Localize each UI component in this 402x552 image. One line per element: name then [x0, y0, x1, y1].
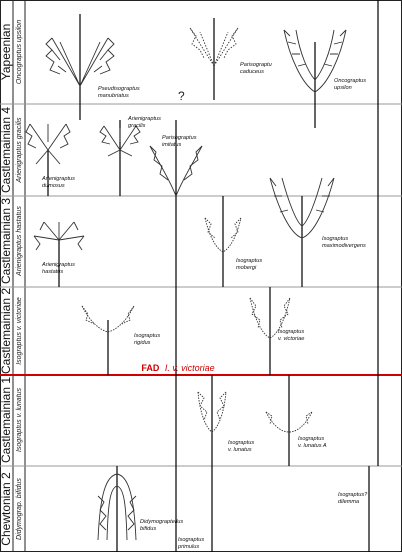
- specimen-sketches: [25, 27, 347, 541]
- stage-label-chewtonian2: Chewtonian 2: [0, 472, 13, 546]
- specimen-pseudisograptus: [45, 37, 115, 87]
- zone-label-gracilis: Arienigraptus gracilis: [16, 117, 23, 183]
- range-lines: [47, 0, 379, 552]
- stage-label-castlemainian3: Castlemainian 3: [0, 198, 13, 284]
- fad-label: FAD I. v. victoriae: [141, 363, 214, 373]
- stage-label-castlemainian2: Castlemainian 2: [0, 288, 13, 374]
- specimen-isograptus-v-lunatus-a: [265, 411, 313, 433]
- taxon-label-isograptus-primulus: Isograptus primulus: [177, 537, 206, 550]
- taxon-label-isograptus-rigidus: Isograptus rigidus: [134, 333, 162, 346]
- zone-label-bifidus: Didymograp. bifidus: [16, 478, 23, 540]
- specimen-parisograptus-imitatus: [149, 145, 203, 197]
- specimen-arienigraptus-dumosus: [25, 123, 71, 165]
- fad-label-prefix: FAD: [141, 363, 160, 373]
- taxon-label-isograptus-maximodivergens: Isograptus maximodivergens: [322, 236, 366, 249]
- stage-labels: Yapeenian Castlemainian 4 Castlemainian …: [0, 24, 13, 546]
- question-mark: ?: [178, 89, 185, 103]
- row-dividers: [0, 103, 402, 467]
- zone-labels: Oncograptus upsilon Arienigraptus gracil…: [16, 20, 23, 540]
- taxon-label-arienigraptus-hastatus: Arienigraptus hastatus: [41, 262, 77, 275]
- specimen-isograptus-mobergi: [204, 217, 242, 253]
- specimen-isograptus-maximodivergens: [269, 177, 335, 239]
- taxon-labels: Pseudisograptus manubriatus Parisograptu…: [41, 62, 369, 550]
- zone-label-upsilon: Oncograptus upsilon: [16, 20, 23, 84]
- specimen-isograptus-v-lunatus: [197, 391, 227, 433]
- taxon-label-didymograptellus: Didymograptellus bifidus: [140, 519, 185, 532]
- taxon-label-pseudisograptus: Pseudisograptus manubriatus: [98, 86, 141, 99]
- taxon-label-arienigraptus-dumosus: Arienigraptus dumosus: [41, 176, 77, 189]
- taxon-label-isograptus-v-victoriae: Isograptus v. victoriae: [278, 329, 306, 342]
- stage-label-yapeenian: Yapeenian: [0, 24, 13, 81]
- stage-label-castlemainian1: Castlemainian 1: [0, 377, 13, 463]
- taxon-label-isograptus-mobergi: Isograptus mobergi: [236, 258, 264, 271]
- zone-label-lunatus: Isograptus v. lunatus: [16, 387, 23, 452]
- zone-label-victoriae: Isograptus v. victoriae: [16, 297, 23, 365]
- taxon-label-arienigraptus-gracilis: Arienigraptus gracilis: [127, 116, 163, 129]
- specimen-didymograptellus: [97, 473, 137, 541]
- taxon-label-parisograptus-caduceus: Parisograptu caduceus: [240, 62, 273, 75]
- zone-label-hastatus: Arienigraptus hastatus: [16, 206, 23, 277]
- specimen-arienigraptus-hastatus: [33, 221, 85, 251]
- taxon-label-isograptus-v-lunatus-a: Isograptus v. lunatus A: [298, 436, 327, 449]
- specimen-isograptus-rigidus: [81, 305, 135, 333]
- specimen-parisograptus-caduceus: [189, 27, 239, 67]
- taxon-label-oncograptus: Oncograptus upsilon: [334, 78, 368, 91]
- taxon-label-parisograptus-imitatus: Parisograptus imitatus: [162, 135, 198, 148]
- specimen-oncograptus: [283, 29, 347, 93]
- taxon-label-isograptus-v-lunatus: Isograptus v. lunatus: [228, 440, 256, 453]
- specimen-isograptus-v-victoriae: [249, 297, 291, 339]
- taxon-label-isograptus-dilemma: Isograptus? dilemma: [338, 492, 369, 505]
- stage-label-castlemainian4: Castlemainian 4: [0, 107, 13, 193]
- fad-label-taxon: I. v. victoriae: [165, 363, 215, 373]
- specimen-arienigraptus-gracilis: [99, 125, 141, 157]
